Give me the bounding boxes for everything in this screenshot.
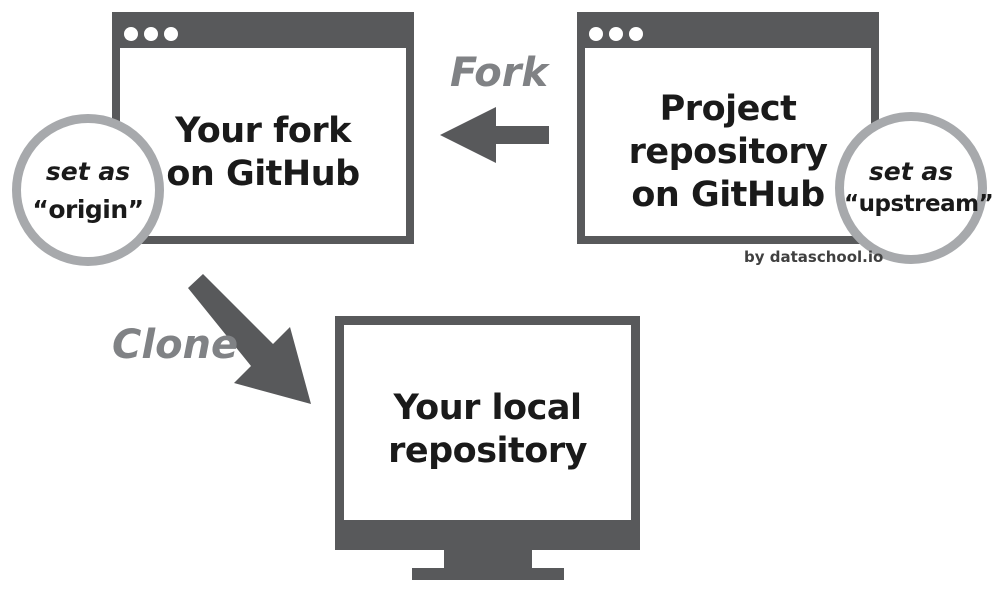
fork-arrow-label: Fork: [450, 50, 549, 96]
window-dot-icon: [609, 27, 623, 41]
fork-window-label-line2: on GitHub: [166, 154, 360, 194]
upstream-badge: set as “upstream”: [835, 112, 994, 264]
fork-window-label: Your fork on GitHub: [120, 110, 406, 196]
window-titlebar: [585, 20, 871, 48]
project-window-label-line3: on GitHub: [631, 175, 825, 215]
project-window-label-line1: Project: [659, 89, 797, 129]
arrow-left-icon: [440, 107, 549, 163]
monitor-stand-base: [412, 568, 564, 580]
project-window-label-line2: repository: [628, 132, 828, 172]
window-dot-icon: [124, 27, 138, 41]
project-window-label: Project repository on GitHub: [585, 88, 871, 217]
window-dot-icon: [589, 27, 603, 41]
window-dot-icon: [629, 27, 643, 41]
arrow-down-right-icon: [188, 274, 311, 404]
local-monitor-label: Your local repository: [344, 387, 631, 473]
upstream-badge-line2: “upstream”: [844, 191, 994, 217]
local-monitor-label-line1: Your local: [393, 388, 582, 428]
monitor-stand-neck: [444, 550, 532, 572]
clone-arrow-label: Clone: [112, 322, 239, 368]
credit-text: by dataschool.io: [744, 248, 884, 266]
origin-badge: set as “origin”: [12, 114, 164, 266]
window-dot-icon: [144, 27, 158, 41]
local-monitor: Your local repository: [335, 316, 640, 550]
upstream-badge-line1: set as: [868, 157, 954, 186]
origin-badge-line1: set as: [45, 157, 131, 186]
local-monitor-label-line2: repository: [388, 431, 587, 471]
origin-badge-line2: “origin”: [32, 195, 144, 224]
window-titlebar: [120, 20, 406, 48]
window-dot-icon: [164, 27, 178, 41]
fork-window-label-line1: Your fork: [175, 111, 351, 151]
